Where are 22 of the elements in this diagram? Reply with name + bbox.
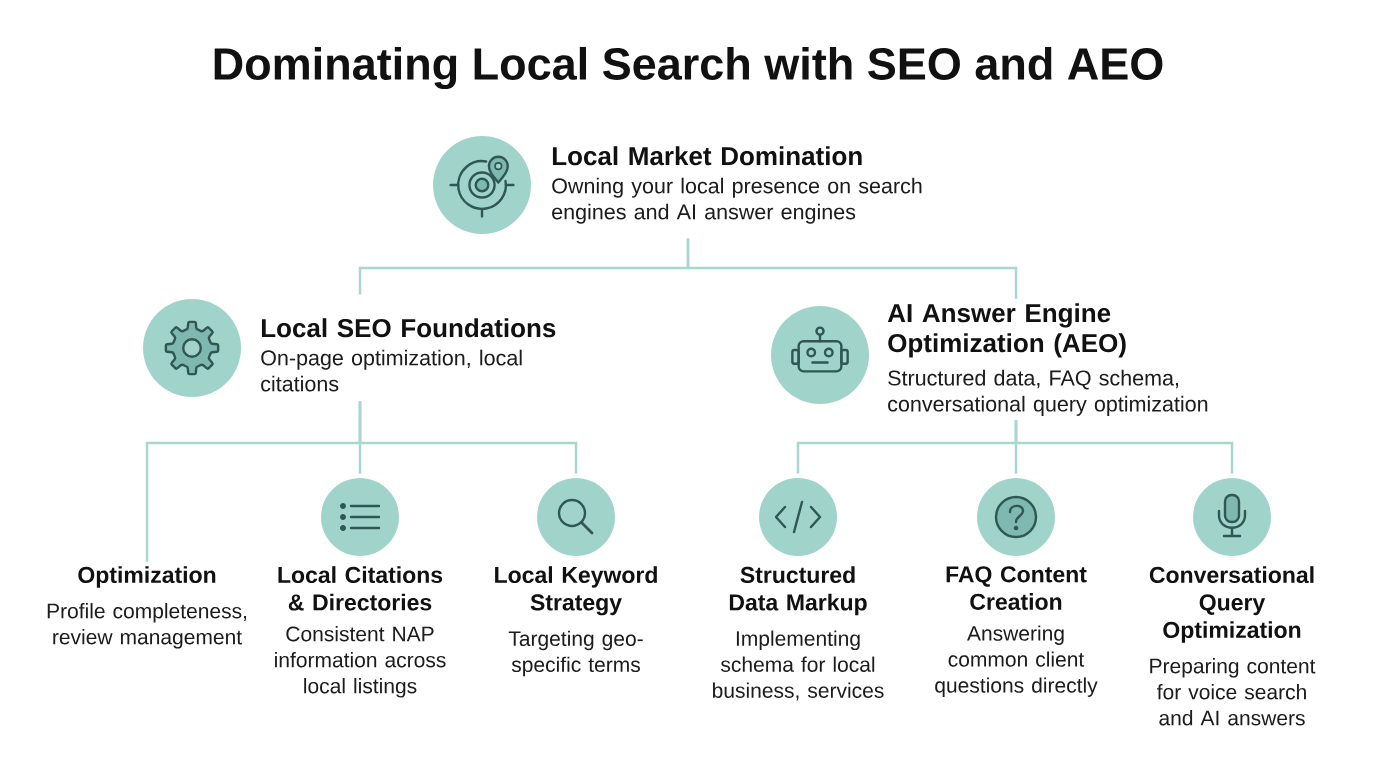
description: Answering common client questions directly [935,625,1098,697]
description: Targeting geo-specific terms [508,630,643,677]
heading: FAQ Content Creation [946,566,1087,610]
description: Owning your local presence on search engines and AI answer engines [552,177,922,224]
heading: Optimization [78,566,216,588]
heading: Local Market Domination [552,146,862,166]
heading: Local SEO Foundations [261,318,556,338]
description: On-page optimization, local citations [261,349,522,392]
heading: AI Answer Engine Optimization (AEO) [887,303,1126,358]
description: Consistent NAP information across local listings [275,626,446,698]
heading: Local Citations & Directories [278,566,443,611]
heading: Structured Data Markup [729,566,867,616]
description: Implementing schema for local business, services [713,630,884,701]
connector-line [686,238,1018,299]
title: Dominating Local Search with SEO and AEO [214,46,1163,90]
description: Profile completeness, review management [47,603,247,649]
connector-line [1014,420,1234,474]
description: Structured data, FAQ schema, conversational query optimization [888,369,1208,416]
description: Preparing content for voice search and AI answers [1150,658,1316,726]
heading: Conversational Query Optimization [1149,566,1314,643]
connector-line [358,401,578,474]
heading: Local Keyword Strategy [495,566,657,616]
